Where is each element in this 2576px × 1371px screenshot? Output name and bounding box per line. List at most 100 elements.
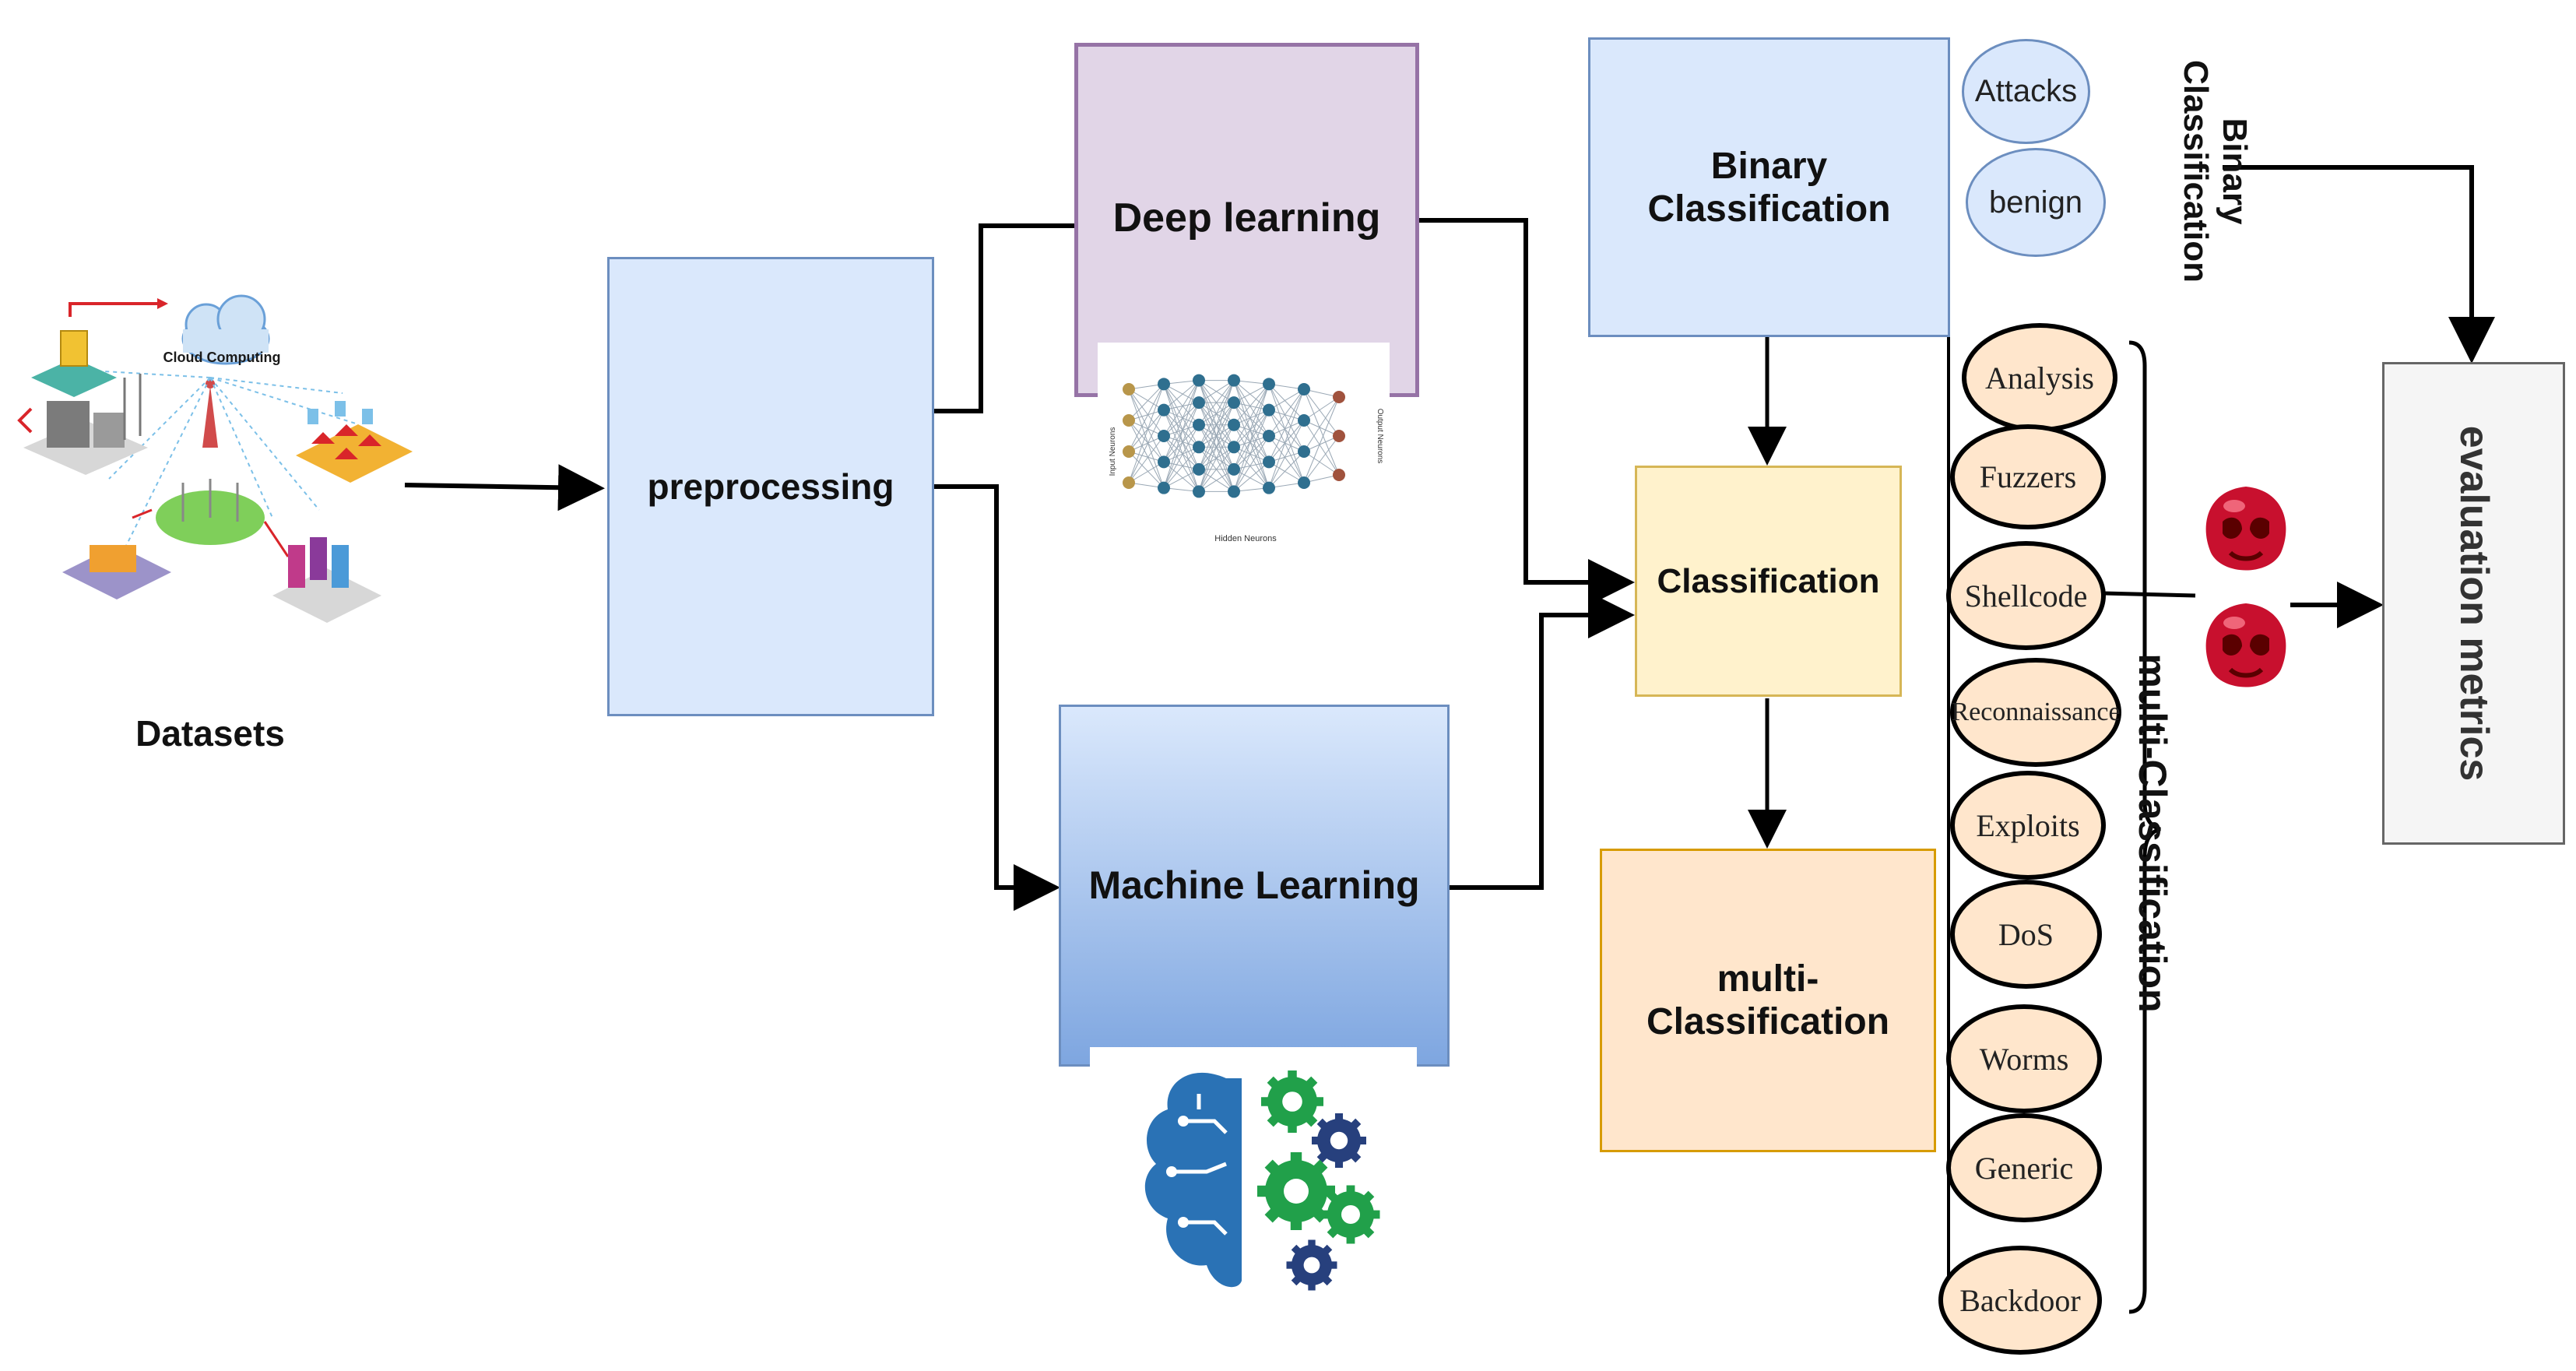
- iot-network-illustration: Cloud Computing: [17, 294, 413, 623]
- class-worms-label: Worms: [1979, 1041, 2069, 1077]
- class-generic-label: Generic: [1974, 1150, 2074, 1186]
- nn-node: [1263, 481, 1275, 494]
- nn-node: [1193, 396, 1205, 410]
- edge-ml-classification: [1450, 592, 1635, 890]
- nn-node: [1123, 476, 1135, 489]
- machine-learning-box: Machine Learning: [1059, 705, 1450, 1067]
- nn-node: [1333, 391, 1345, 403]
- nn-node: [1263, 430, 1275, 442]
- lab-icon: [62, 545, 171, 599]
- class-benign: benign: [1966, 148, 2106, 257]
- class-fuzzers-label: Fuzzers: [1979, 459, 2077, 494]
- preprocessing-box: preprocessing: [607, 257, 934, 716]
- binary-side-line2: Classification: [2177, 59, 2215, 283]
- binary-side-label: Binary Classification: [2176, 0, 2254, 350]
- class-generic: Generic: [1946, 1113, 2102, 1222]
- neural-network-image: Input Neurons Hidden Neurons Output Neur…: [1098, 343, 1390, 549]
- preprocessing-label: preprocessing: [647, 466, 894, 507]
- binary-classification-label: Binary Classification: [1647, 145, 1891, 230]
- nn-node: [1193, 485, 1205, 498]
- nn-node: [1228, 374, 1240, 387]
- nn-node: [1123, 383, 1135, 395]
- nn-node: [1158, 430, 1170, 442]
- multi-classification-label: multi-Classification: [1646, 958, 1890, 1042]
- factory-icon: [23, 374, 148, 475]
- binary-classification-box: Binary Classification: [1588, 37, 1950, 337]
- hacker-mask-icons: [2205, 487, 2286, 687]
- nn-output-label: Output Neurons: [1376, 409, 1384, 464]
- class-backdoor-label: Backdoor: [1959, 1282, 2081, 1318]
- edge-binary-evaluation: [2223, 165, 2495, 364]
- class-shellcode: Shellcode: [1946, 541, 2106, 650]
- class-reconnaissance-label: Reconnaissance: [1951, 698, 2121, 726]
- class-attacks: Attacks: [1962, 39, 2090, 144]
- class-exploits-label: Exploits: [1976, 807, 2080, 843]
- nn-node: [1158, 378, 1170, 391]
- nn-hidden-label: Hidden Neurons: [1214, 534, 1277, 543]
- nn-node: [1228, 462, 1240, 476]
- houses-icon: [296, 401, 413, 483]
- cloud-icon: [181, 294, 270, 365]
- edge-deep-classification: [1419, 218, 1635, 606]
- class-reconnaissance: Reconnaissance: [1950, 658, 2121, 767]
- gear-icon: [1286, 1239, 1337, 1291]
- class-analysis: Analysis: [1962, 323, 2117, 432]
- nn-node: [1123, 414, 1135, 427]
- class-worms: Worms: [1946, 1004, 2102, 1113]
- multi-classification-box: multi-Classification: [1600, 849, 1936, 1152]
- nn-node: [1193, 441, 1205, 454]
- multi-brace: [2128, 340, 2161, 1314]
- server-icon: [272, 537, 381, 623]
- class-fuzzers: Fuzzers: [1950, 424, 2106, 529]
- nn-node: [1263, 403, 1275, 417]
- nn-node: [1193, 462, 1205, 476]
- cloud-label: Cloud Computing: [163, 350, 281, 365]
- grid-hub-icon: [156, 479, 265, 545]
- gear-icon: [1261, 1070, 1323, 1133]
- edge-preprocessing-ml: [934, 484, 1060, 911]
- binary-side-line1: Binary: [2216, 118, 2254, 225]
- deep-learning-label: Deep learning: [1112, 195, 1381, 241]
- class-exploits: Exploits: [1950, 771, 2106, 880]
- nn-node: [1193, 418, 1205, 431]
- nn-node: [1298, 445, 1310, 458]
- nn-input-label: Input Neurons: [1109, 427, 1117, 476]
- nn-node: [1228, 396, 1240, 410]
- evaluation-metrics-box: [2382, 362, 2565, 845]
- gear-icon: [1312, 1113, 1366, 1168]
- edge-datasets-preprocessing: [404, 464, 605, 511]
- classification-label: Classification: [1657, 561, 1880, 600]
- edge-shellcode-mask: [2103, 591, 2196, 598]
- multi-side-label: multi-Classification: [2129, 584, 2176, 1082]
- nn-node: [1193, 374, 1205, 387]
- class-attacks-label: Attacks: [1974, 74, 2078, 108]
- nn-node: [1158, 481, 1170, 494]
- nn-node: [1158, 403, 1170, 417]
- brain-icon: [1144, 1072, 1242, 1288]
- class-shellcode-label: Shellcode: [1964, 578, 2088, 613]
- class-dos-label: DoS: [1998, 916, 2054, 952]
- mask-icon-bottom: [2205, 603, 2286, 687]
- classification-box: Classification: [1635, 466, 1902, 697]
- multi-side-text: multi-Classification: [2131, 653, 2174, 1013]
- nn-node: [1263, 455, 1275, 469]
- nn-node: [1228, 485, 1240, 498]
- evaluation-metrics-text: evaluation metrics: [2451, 425, 2497, 782]
- class-analysis-label: Analysis: [1985, 360, 2094, 395]
- nn-node: [1333, 469, 1345, 481]
- datasets-label: Datasets: [135, 713, 285, 754]
- class-dos: DoS: [1950, 880, 2102, 989]
- mask-icon-top: [2205, 487, 2286, 571]
- nn-node: [1298, 414, 1310, 427]
- nn-node: [1298, 383, 1310, 395]
- nn-node: [1228, 418, 1240, 431]
- nn-node: [1228, 441, 1240, 454]
- ai-brain-gears-image: [1090, 1047, 1417, 1320]
- nn-node: [1263, 378, 1275, 391]
- class-backdoor: Backdoor: [1938, 1246, 2102, 1355]
- nn-node: [1298, 476, 1310, 489]
- nn-node: [1333, 430, 1345, 442]
- nn-node: [1123, 445, 1135, 458]
- edge-preprocessing-deep: [934, 223, 1074, 413]
